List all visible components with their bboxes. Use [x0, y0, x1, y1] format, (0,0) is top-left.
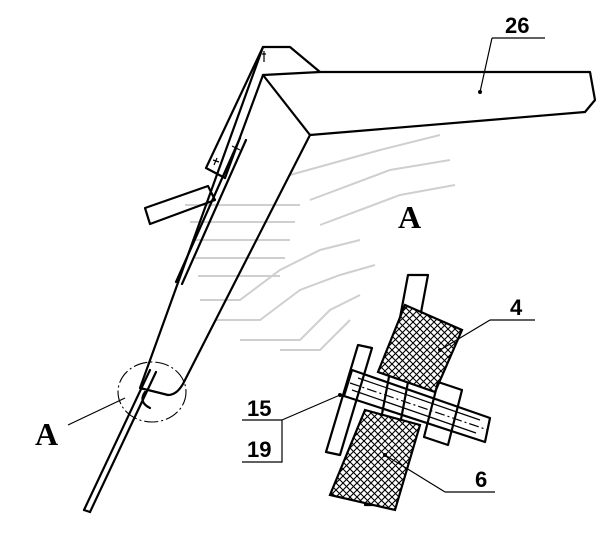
label-19: 19: [247, 437, 271, 462]
label-15: 15: [247, 396, 271, 421]
view-label-a-top: A: [398, 199, 421, 235]
detail-circle-a: [67, 361, 187, 426]
label-26: 26: [505, 13, 529, 38]
leader-lines: [242, 37, 545, 493]
watermark-logo: [185, 134, 456, 351]
view-label-a-left: A: [35, 416, 58, 452]
label-4: 4: [510, 295, 523, 320]
bolt-assembly: [324, 273, 492, 512]
part-26-body: [138, 45, 597, 397]
label-6: 6: [475, 467, 487, 492]
rod: [82, 368, 158, 514]
